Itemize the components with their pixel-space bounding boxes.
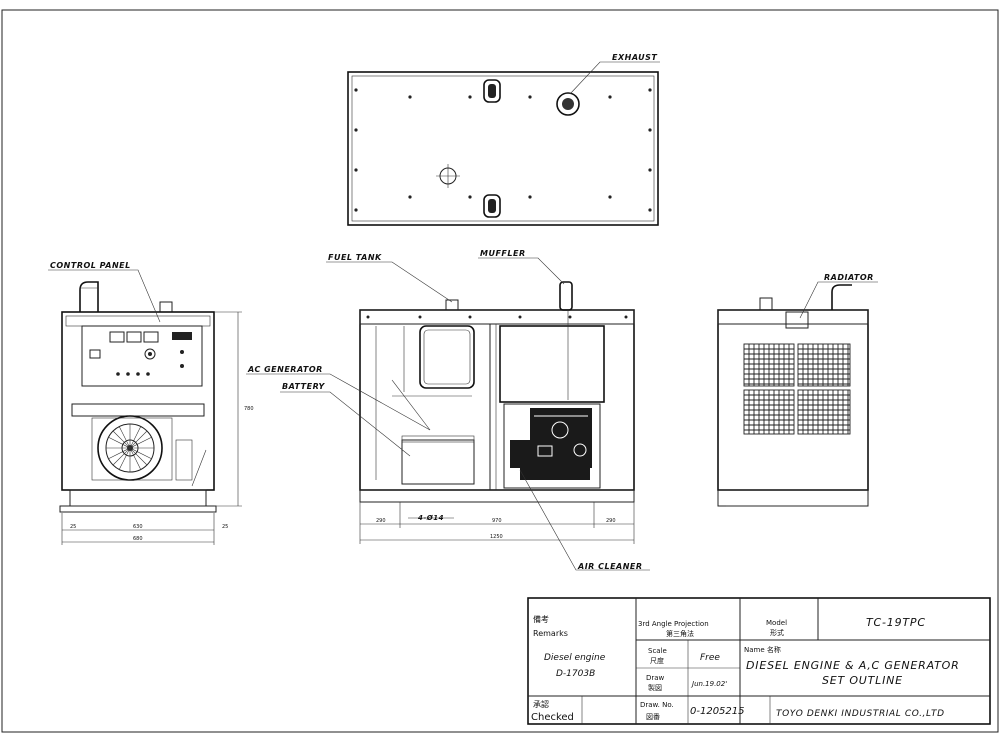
model-label: Model [766,619,787,627]
scale-label-jp: 尺度 [650,656,664,665]
name-line2: SET OUTLINE [822,674,903,687]
dim-side-middle: 970 [492,518,502,524]
side-view: 290 970 290 1250 4-Ø14 FUEL TANK MUFFLER… [246,249,650,571]
scale-label: Scale [648,647,667,655]
radiator-label: RADIATOR [824,273,874,282]
drawno-label-jp: 図番 [646,713,660,721]
title-block: 備考 Remarks Diesel engine D-1703B 承認 Chec… [527,597,991,725]
front-view: 25 630 25 680 780 CONTROL PANEL [48,261,254,545]
exhaust-label: EXHAUST [612,53,657,62]
model-value: TC-19TPC [866,616,926,629]
radiator-view: RADIATOR [717,273,878,507]
dim-side-total: 1250 [490,534,503,540]
company-name: TOYO DENKI INDUSTRIAL CO.,LTD [776,709,945,719]
model-label-jp: 形式 [770,628,784,637]
drawno-label: Draw. No. [640,701,674,709]
fuel-tank-label: FUEL TANK [328,253,382,262]
muffler-label: MUFFLER [480,249,526,258]
name-label: Name 名称 [744,645,781,654]
dim-front-height: 780 [244,406,254,412]
engine-model: D-1703B [556,669,595,679]
dim-front-total: 680 [133,536,143,542]
scale-value: Free [700,653,720,663]
projection-jp: 第三角法 [666,629,694,638]
remarks-jp: 備考 [533,614,549,624]
dim-front-right: 25 [222,524,228,530]
top-view: EXHAUST [347,53,660,226]
air-cleaner-label: AIR CLEANER [577,562,643,571]
control-panel-label: CONTROL PANEL [50,261,131,270]
dim-side-right: 290 [606,518,616,524]
battery-label: BATTERY [282,382,326,391]
drawno-value: 0-1205215 [690,706,745,717]
hole-label: 4-Ø14 [418,514,444,522]
draw-label: Draw [646,674,665,682]
checked-jp: 承認 [533,699,549,709]
checked-label: Checked [531,712,574,723]
projection-label: 3rd Angle Projection [638,620,709,628]
remarks-label: Remarks [533,629,568,638]
dim-side-left: 290 [376,518,386,524]
ac-generator-label: AC GENERATOR [247,365,323,374]
dim-front-left: 25 [70,524,76,530]
engine-label: Diesel engine [544,653,606,663]
name-line1: DIESEL ENGINE & A,C GENERATOR [746,659,960,672]
dim-front-inner: 630 [133,524,143,530]
draw-label-jp: 製図 [648,683,662,692]
draw-date: Jun.19.02' [690,680,727,688]
sheet-border [1,9,999,733]
